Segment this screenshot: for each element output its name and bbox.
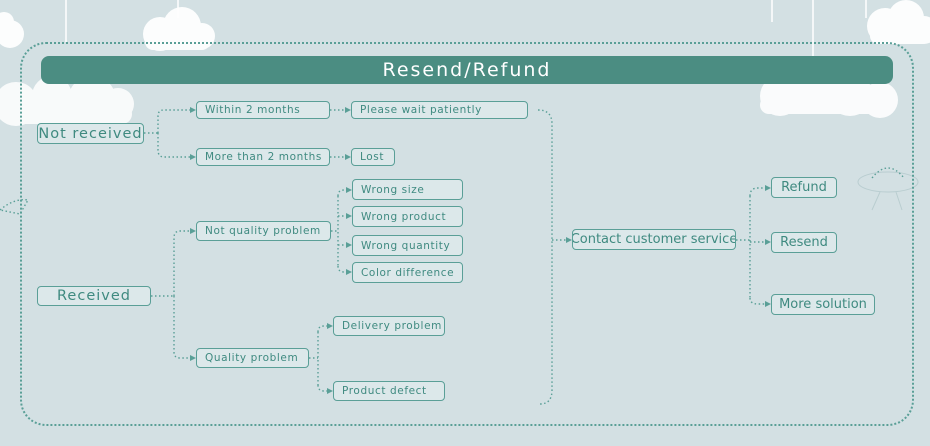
- node-more-solution: More solution: [771, 294, 875, 315]
- arrow-head: [190, 228, 196, 234]
- node-more-than-2-months: More than 2 months: [196, 148, 330, 166]
- hanging-strings: [65, 0, 867, 60]
- node-color-difference: Color difference: [352, 262, 463, 283]
- node-wrong-product: Wrong product: [352, 206, 463, 227]
- arrow-head: [345, 154, 351, 160]
- node-not-received: Not received: [37, 123, 144, 144]
- page-title: Resend/Refund: [41, 56, 893, 84]
- rocket-icon: [0, 199, 30, 215]
- node-received: Received: [37, 286, 151, 306]
- arrow-head: [346, 187, 352, 193]
- connector: [157, 133, 190, 158]
- node-wrong-quantity: Wrong quantity: [352, 235, 463, 256]
- node-resend: Resend: [771, 232, 837, 253]
- arrow-head: [190, 107, 196, 113]
- arrow-head: [346, 242, 352, 248]
- node-product-defect: Product defect: [333, 381, 445, 401]
- connector: [173, 230, 190, 296]
- arrow-head: [346, 213, 352, 219]
- connector: [317, 384, 327, 392]
- arrow-head: [190, 154, 196, 160]
- connector: [337, 189, 346, 197]
- node-within-2-months: Within 2 months: [196, 101, 330, 119]
- node-not-quality-problem: Not quality problem: [196, 221, 331, 241]
- outer-frame: [20, 42, 914, 426]
- node-contact-customer-service: Contact customer service: [572, 229, 736, 250]
- connector: [317, 325, 327, 333]
- node-quality-problem: Quality problem: [196, 348, 309, 368]
- arrow-head: [765, 185, 771, 191]
- arrow-head: [345, 107, 351, 113]
- connector: [537, 109, 553, 405]
- node-please-wait-patiently: Please wait patiently: [351, 101, 528, 119]
- arrow-head: [327, 388, 333, 394]
- arrow-head: [765, 239, 771, 245]
- connector: [157, 109, 190, 133]
- ufo-icon: [857, 167, 919, 211]
- node-lost: Lost: [351, 148, 395, 166]
- arrow-head: [566, 237, 572, 243]
- arrow-head: [346, 269, 352, 275]
- arrow-head: [765, 301, 771, 307]
- arrow-head: [327, 323, 333, 329]
- node-wrong-size: Wrong size: [352, 179, 463, 200]
- cloud-icon: [0, 12, 24, 48]
- connector: [749, 187, 765, 197]
- node-refund: Refund: [771, 177, 837, 198]
- connector: [337, 265, 346, 273]
- connector: [173, 296, 190, 359]
- arrow-head: [190, 355, 196, 361]
- cloud-icon: [0, 76, 134, 126]
- cloud-icon: [867, 0, 930, 44]
- node-delivery-problem: Delivery problem: [333, 316, 445, 336]
- connector: [749, 297, 765, 305]
